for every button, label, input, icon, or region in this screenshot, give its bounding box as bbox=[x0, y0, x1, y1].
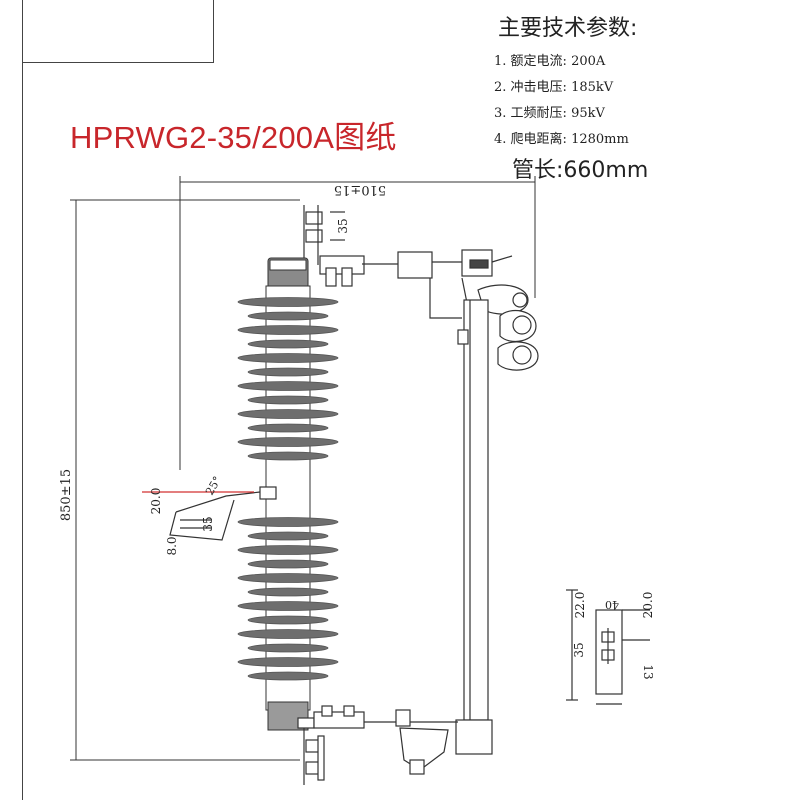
plate-dimension-a-label: 22.0 bbox=[573, 592, 587, 619]
spec-label: 3. 工频耐压: bbox=[494, 106, 567, 121]
plate-dimension-b-label: 40 bbox=[605, 598, 619, 611]
spec-heading: 主要技术参数: bbox=[498, 16, 638, 41]
height-dimension bbox=[70, 199, 300, 761]
spec-label: 4. 爬电距离: bbox=[494, 132, 567, 147]
lower-insulator-sheds bbox=[237, 517, 339, 681]
plate-dimension-e-label: 13 bbox=[641, 664, 655, 679]
width-dimension-label: 510±15 bbox=[334, 182, 386, 197]
spec-label: 2. 冲击电压: bbox=[494, 80, 567, 95]
plate-dimension-c-label: 20.0 bbox=[641, 592, 655, 619]
bracket-angle-label: 25° bbox=[203, 474, 224, 497]
fuse-tube bbox=[455, 299, 493, 755]
spec-row-power-frequency-voltage: 3. 工频耐压: 95kV bbox=[494, 102, 605, 121]
spec-value: 200A bbox=[571, 54, 606, 69]
spec-label: 1. 额定电流: bbox=[494, 54, 567, 69]
bracket-dimension-c-label: 8.0 bbox=[165, 536, 179, 555]
upper-contact-assembly bbox=[319, 249, 539, 371]
upper-insulator-sheds bbox=[237, 297, 339, 461]
frame-vertical-line bbox=[22, 0, 23, 800]
spec-row-impulse-voltage: 2. 冲击电压: 185kV bbox=[494, 76, 613, 95]
height-dimension-label: 850±15 bbox=[59, 469, 74, 521]
insulator-top-cap bbox=[267, 257, 309, 291]
drawing-title: HPRWG2-35/200A图纸 bbox=[70, 120, 397, 155]
bracket-dimension-a-label: 20.0 bbox=[149, 488, 163, 515]
width-dimension bbox=[179, 176, 536, 470]
mounting-plate-detail bbox=[566, 589, 650, 705]
lower-contact-assembly bbox=[297, 705, 458, 785]
spec-row-creepage-distance: 4. 爬电距离: 1280mm bbox=[494, 128, 629, 147]
top-bolt-dimension-label: 35 bbox=[336, 218, 350, 233]
spec-row-rated-current: 1. 额定电流: 200A bbox=[494, 50, 605, 69]
plate-dimension-d-label: 35 bbox=[572, 642, 586, 657]
bracket-dimension-b-label: 35 bbox=[201, 516, 215, 531]
frame-box-bottom-line bbox=[22, 62, 214, 63]
middle-mount-bracket bbox=[169, 486, 277, 541]
frame-box-right-line bbox=[213, 0, 214, 62]
spec-value: 95kV bbox=[571, 106, 605, 121]
spec-value: 185kV bbox=[571, 80, 614, 95]
spec-value: 1280mm bbox=[571, 132, 629, 147]
